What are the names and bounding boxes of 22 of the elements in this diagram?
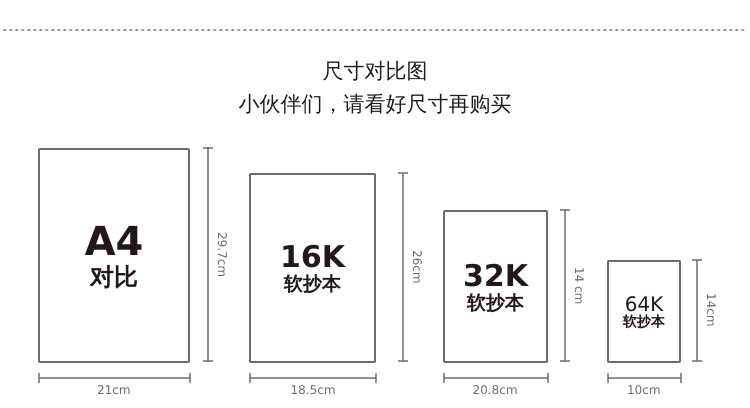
paper-size-box (38, 148, 190, 363)
dimension-label: 21cm (97, 383, 131, 397)
size-caption: 对比 (90, 264, 138, 291)
dimension-label: 26cm (410, 250, 424, 284)
title: 尺寸对比图 (322, 58, 428, 85)
dimension-label: 29.7cm (215, 232, 229, 277)
paper-size-box (443, 210, 548, 363)
size-name: A4 (84, 220, 144, 264)
size-caption: 软抄本 (284, 274, 341, 295)
size-name: 32K (463, 260, 528, 293)
dimension-label: 20.8cm (472, 383, 518, 397)
subtitle: 小伙伴们，请看好尺寸再购买 (238, 91, 512, 118)
dimension-label: 18.5cm (290, 383, 336, 397)
dimension-label: 14cm (704, 293, 718, 327)
paper-size-box (249, 173, 376, 363)
paper-size-box (607, 260, 681, 363)
size-name: 16K (280, 241, 345, 274)
size-caption: 软抄本 (623, 314, 665, 330)
dimension-label: 14 cm (572, 266, 586, 304)
size-name: 64K (624, 292, 664, 315)
size-caption: 软抄本 (467, 292, 524, 314)
dimension-label: 10cm (627, 383, 661, 397)
